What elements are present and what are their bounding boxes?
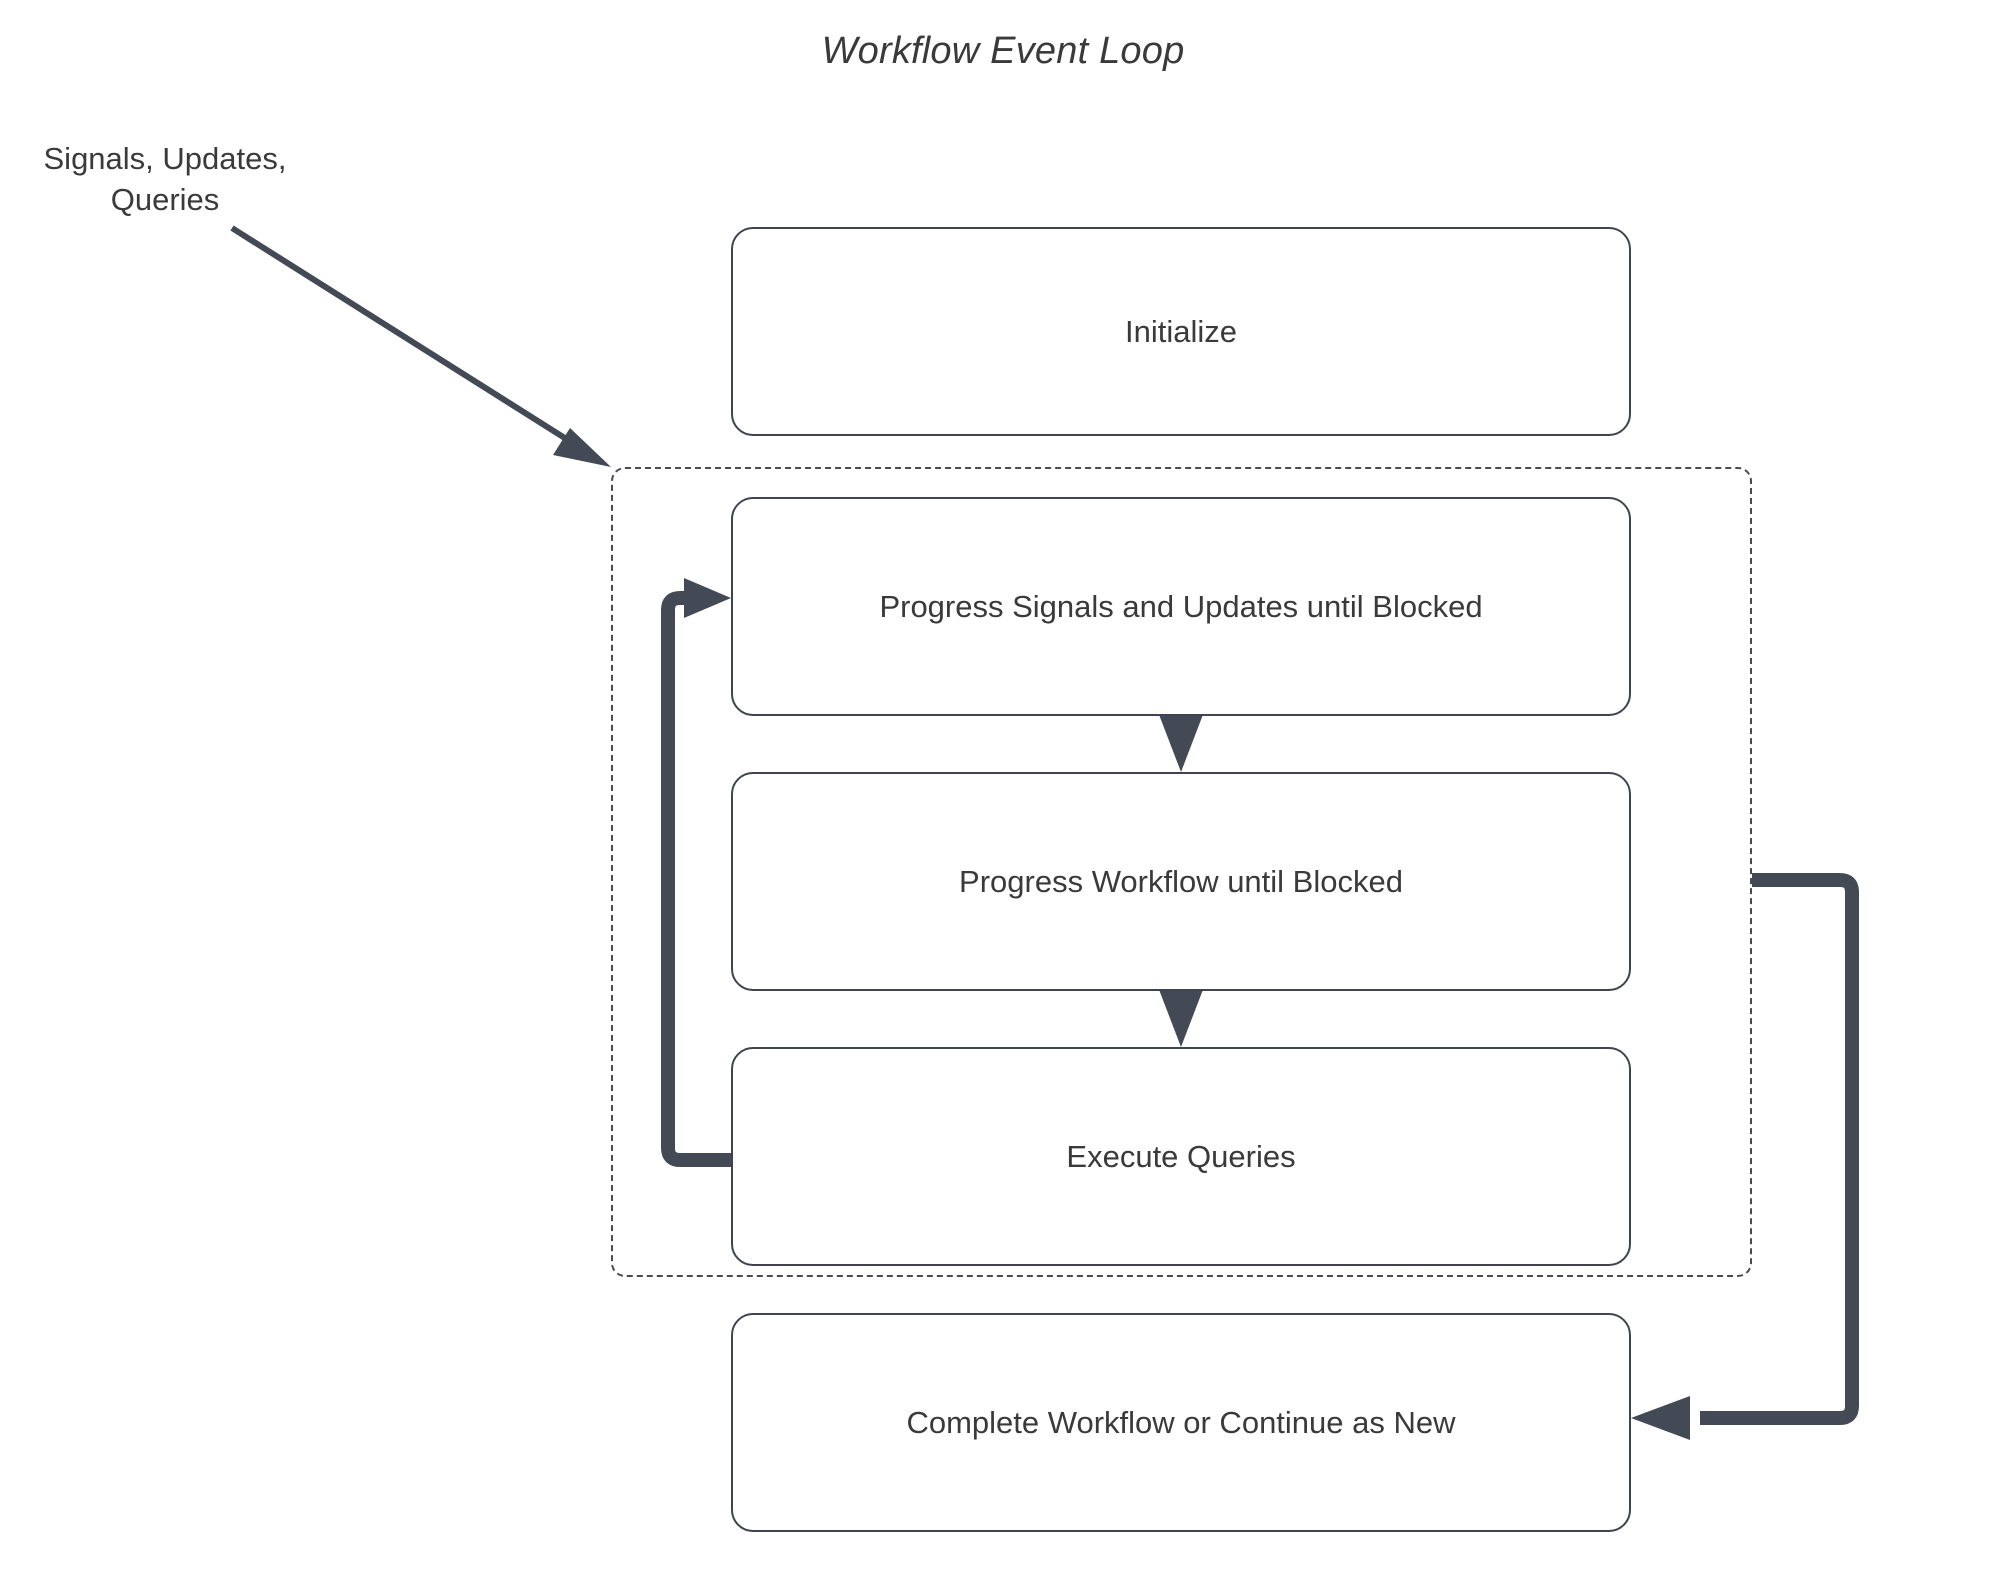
event-loop-group [611,467,1752,1277]
node-execute-queries[interactable]: Execute Queries [731,1047,1631,1266]
node-complete-workflow[interactable]: Complete Workflow or Continue as New [731,1313,1631,1532]
node-progress-signals-updates-label: Progress Signals and Updates until Block… [879,588,1483,624]
node-initialize-label: Initialize [1125,313,1237,349]
edge-external-input-arrow [230,225,611,467]
node-progress-workflow[interactable]: Progress Workflow until Blocked [731,772,1631,991]
node-progress-workflow-label: Progress Workflow until Blocked [959,863,1403,899]
page-title: Workflow Event Loop [821,30,1185,72]
external-input-label: Signals, Updates, Queries [43,141,287,217]
node-execute-queries-label: Execute Queries [1066,1138,1296,1174]
node-initialize[interactable]: Initialize [731,227,1631,436]
node-complete-workflow-label: Complete Workflow or Continue as New [906,1404,1456,1440]
node-progress-signals-updates[interactable]: Progress Signals and Updates until Block… [731,497,1631,716]
